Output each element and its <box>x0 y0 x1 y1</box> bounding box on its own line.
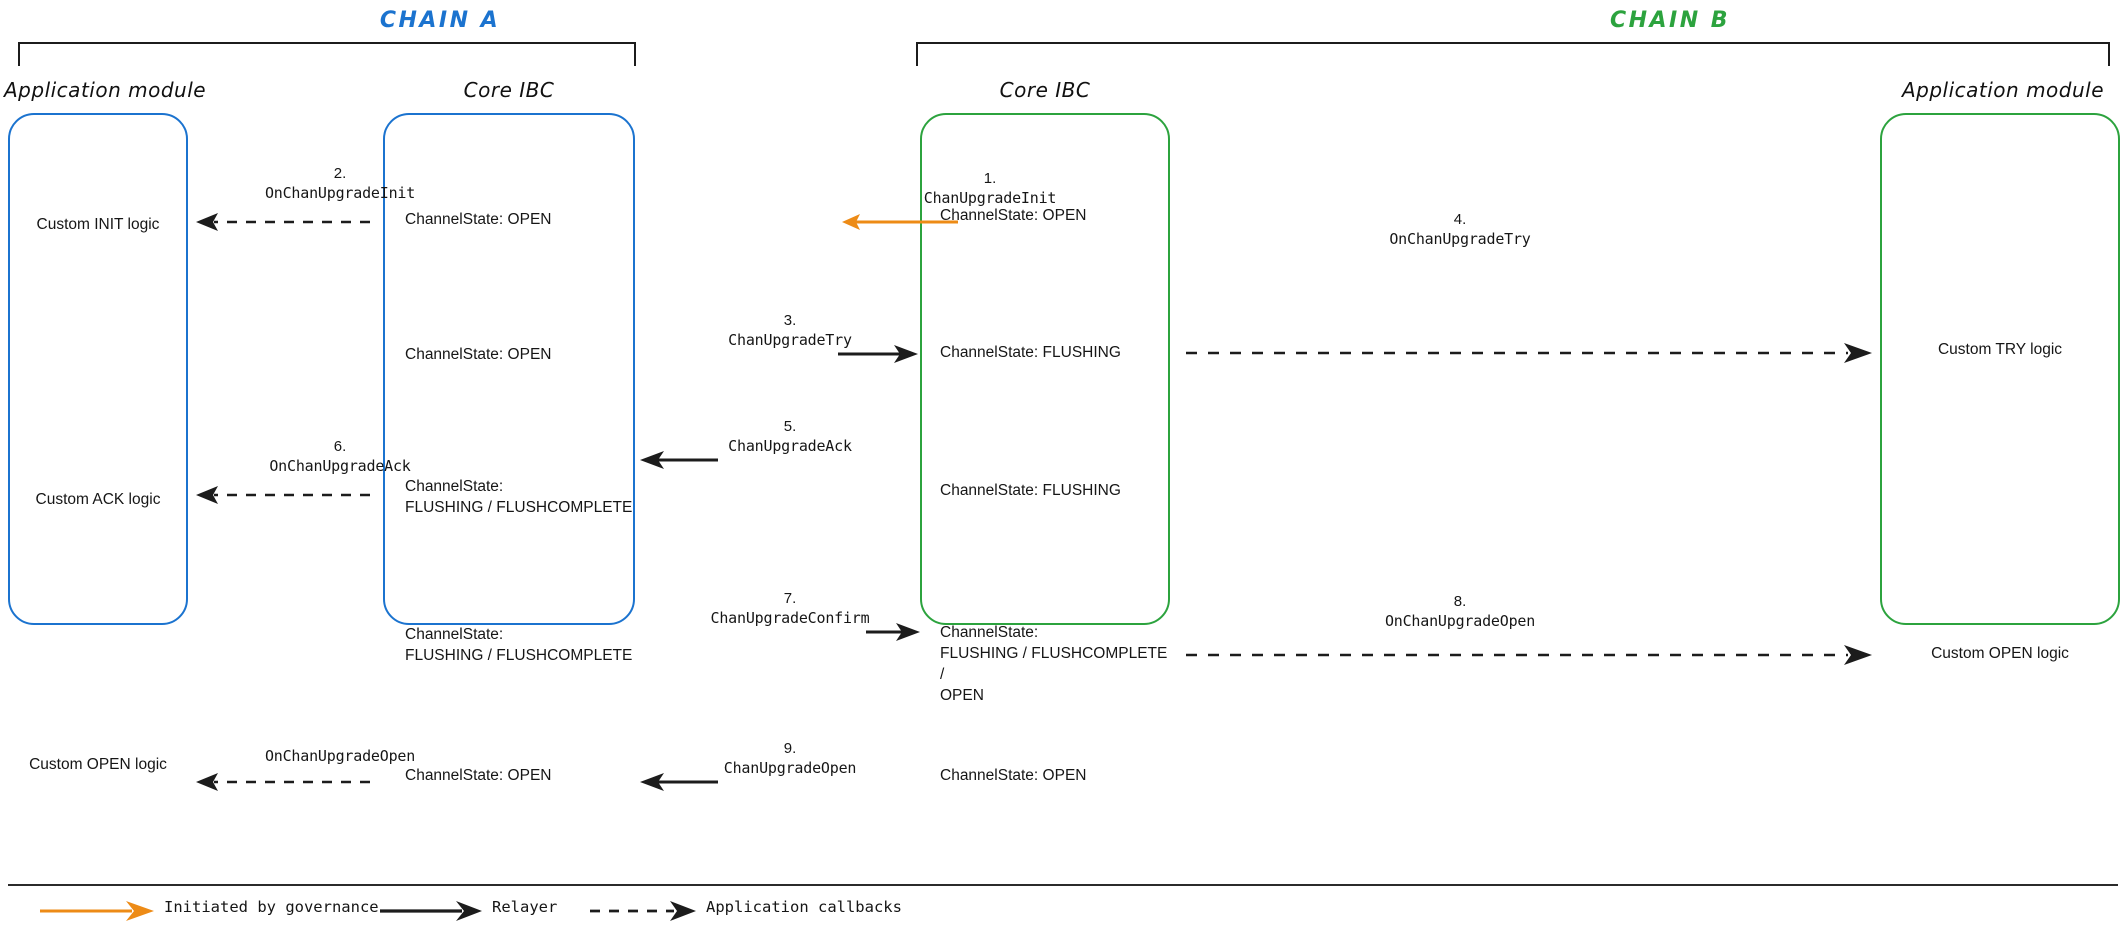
step-7-label: 7. ChanUpgradeConfirm <box>640 590 940 627</box>
chain-b-core-heading: Core IBC <box>999 78 1091 102</box>
step-open-callback-name: OnChanUpgradeOpen <box>264 747 416 765</box>
step-5-label: 5. ChanUpgradeAck <box>650 418 930 455</box>
step-6-arrow-callback <box>196 486 370 504</box>
chain-a-core-cell-1-line1: ChannelState: OPEN <box>405 211 552 228</box>
chain-a-core-cell-4-line1: ChannelState: <box>405 626 504 643</box>
chain-b-core-cell-2: ChannelState: FLUSHING <box>940 343 1165 364</box>
governance-arrow-icon <box>40 901 154 921</box>
chain-a-core-cell-4: ChannelState: FLUSHING / FLUSHCOMPLETE <box>405 625 640 667</box>
chain-a-app-cell-init: Custom INIT logic <box>36 216 160 233</box>
step-8-number: 8. <box>1453 593 1467 610</box>
chain-b-app-cell-try: Custom TRY logic <box>1937 341 2063 358</box>
chain-b-app-module-box <box>1880 113 2120 625</box>
chain-a-app-cell-ack: Custom ACK logic <box>35 491 161 508</box>
legend-item-callback: Application callbacks <box>590 898 1010 924</box>
chain-b-core-ibc-box <box>920 113 1170 625</box>
legend-divider <box>8 884 2118 886</box>
step-4-number: 4. <box>1453 211 1467 228</box>
chain-a-app-cell-open: Custom OPEN logic <box>29 756 167 773</box>
chain-a-core-heading: Core IBC <box>463 78 555 102</box>
chain-a-core-cell-2-line1: ChannelState: OPEN <box>405 346 552 363</box>
step-1-label: 1. ChanUpgradeInit <box>840 170 1140 207</box>
legend-item-governance: Initiated by governance <box>40 898 460 924</box>
legend-label-relayer: Relayer <box>492 898 558 916</box>
step-5-number: 5. <box>783 418 797 435</box>
chain-a-core-cell-3: ChannelState: FLUSHING / FLUSHCOMPLETE <box>405 477 640 519</box>
chain-b-core-cell-4-line3: OPEN <box>940 686 984 704</box>
step-9-name: ChanUpgradeOpen <box>723 759 857 777</box>
chain-b-core-cell-1: ChannelState: OPEN <box>940 206 1165 227</box>
step-4-name: OnChanUpgradeTry <box>1389 230 1531 248</box>
chain-b-core-cell-5: ChannelState: OPEN <box>940 766 1165 787</box>
step-1-number: 1. <box>983 170 997 187</box>
step-2-arrow-callback <box>196 213 370 231</box>
legend-label-governance: Initiated by governance <box>164 898 379 916</box>
chain-a-title: CHAIN A <box>379 8 501 33</box>
chain-b-title: CHAIN B <box>1609 8 1731 33</box>
step-6-label: 6. OnChanUpgradeAck <box>190 438 490 475</box>
chain-b-core-cell-2-line1: ChannelState: FLUSHING <box>940 344 1121 361</box>
step-3-number: 3. <box>783 312 797 329</box>
chain-b-core-cell-3-line1: ChannelState: FLUSHING <box>940 482 1121 499</box>
chain-a-core-cell-5: ChannelState: OPEN <box>405 766 630 787</box>
step-7-name: ChanUpgradeConfirm <box>710 609 870 627</box>
step-4-label: 4. OnChanUpgradeTry <box>1180 211 1740 248</box>
step-9-number: 9. <box>783 740 797 757</box>
legend-item-relayer: Relayer <box>380 898 640 924</box>
chain-a-core-cell-1: ChannelState: OPEN <box>405 210 630 231</box>
step-7-number: 7. <box>783 590 797 607</box>
relayer-arrow-icon <box>380 901 482 921</box>
step-open-arrow-callback <box>196 773 370 791</box>
step-8-name: OnChanUpgradeOpen <box>1384 612 1536 630</box>
chain-b-core-cell-4-line2: FLUSHING / FLUSHCOMPLETE / <box>940 644 1168 683</box>
callback-arrow-icon <box>590 901 696 921</box>
chain-b-app-heading: Application module <box>1901 78 2105 102</box>
step-3-arrow-relayer <box>838 345 918 363</box>
chain-a-core-cell-3-line2: FLUSHING / FLUSHCOMPLETE <box>405 498 633 516</box>
step-2-label: 2. OnChanUpgradeInit <box>190 165 490 202</box>
legend-label-callback: Application callbacks <box>706 898 902 916</box>
chain-a-app-module-box <box>8 113 188 625</box>
chain-a-core-cell-3-line1: ChannelState: <box>405 478 504 495</box>
step-2-number: 2. <box>333 165 347 182</box>
step-1-name: ChanUpgradeInit <box>923 189 1057 207</box>
step-open-callback-label: OnChanUpgradeOpen <box>190 745 490 765</box>
chain-b-core-cell-4-line1: ChannelState: <box>940 624 1039 641</box>
step-7-arrow-relayer <box>866 623 920 641</box>
step-2-name: OnChanUpgradeInit <box>264 184 416 202</box>
step-9-arrow-relayer <box>640 773 718 791</box>
chain-b-core-cell-5-line1: ChannelState: OPEN <box>940 767 1087 784</box>
step-5-name: ChanUpgradeAck <box>728 437 852 455</box>
step-1-arrow-governance <box>842 214 958 230</box>
chain-a-core-cell-5-line1: ChannelState: OPEN <box>405 767 552 784</box>
step-3-label: 3. ChanUpgradeTry <box>650 312 930 349</box>
step-6-name: OnChanUpgradeAck <box>269 457 411 475</box>
chain-a-core-cell-4-line2: FLUSHING / FLUSHCOMPLETE <box>405 646 633 664</box>
chain-a-core-ibc-box <box>383 113 635 625</box>
step-3-name: ChanUpgradeTry <box>728 331 852 349</box>
chain-b-app-cell-open: Custom OPEN logic <box>1931 645 2069 662</box>
chain-a-core-cell-2: ChannelState: OPEN <box>405 345 630 366</box>
chain-a-app-heading: Application module <box>4 78 207 102</box>
step-8-label: 8. OnChanUpgradeOpen <box>1180 593 1740 630</box>
step-8-arrow-callback <box>1186 645 1872 665</box>
chain-b-core-cell-1-line1: ChannelState: OPEN <box>940 207 1087 224</box>
step-9-label: 9. ChanUpgradeOpen <box>650 740 930 777</box>
chain-b-bracket <box>916 42 2110 66</box>
step-5-arrow-relayer <box>640 451 718 469</box>
chain-b-core-cell-4: ChannelState: FLUSHING / FLUSHCOMPLETE /… <box>940 623 1175 707</box>
step-4-arrow-callback <box>1186 343 1872 363</box>
chain-a-bracket <box>18 42 636 66</box>
step-6-number: 6. <box>333 438 347 455</box>
chain-b-core-cell-3: ChannelState: FLUSHING <box>940 481 1165 502</box>
